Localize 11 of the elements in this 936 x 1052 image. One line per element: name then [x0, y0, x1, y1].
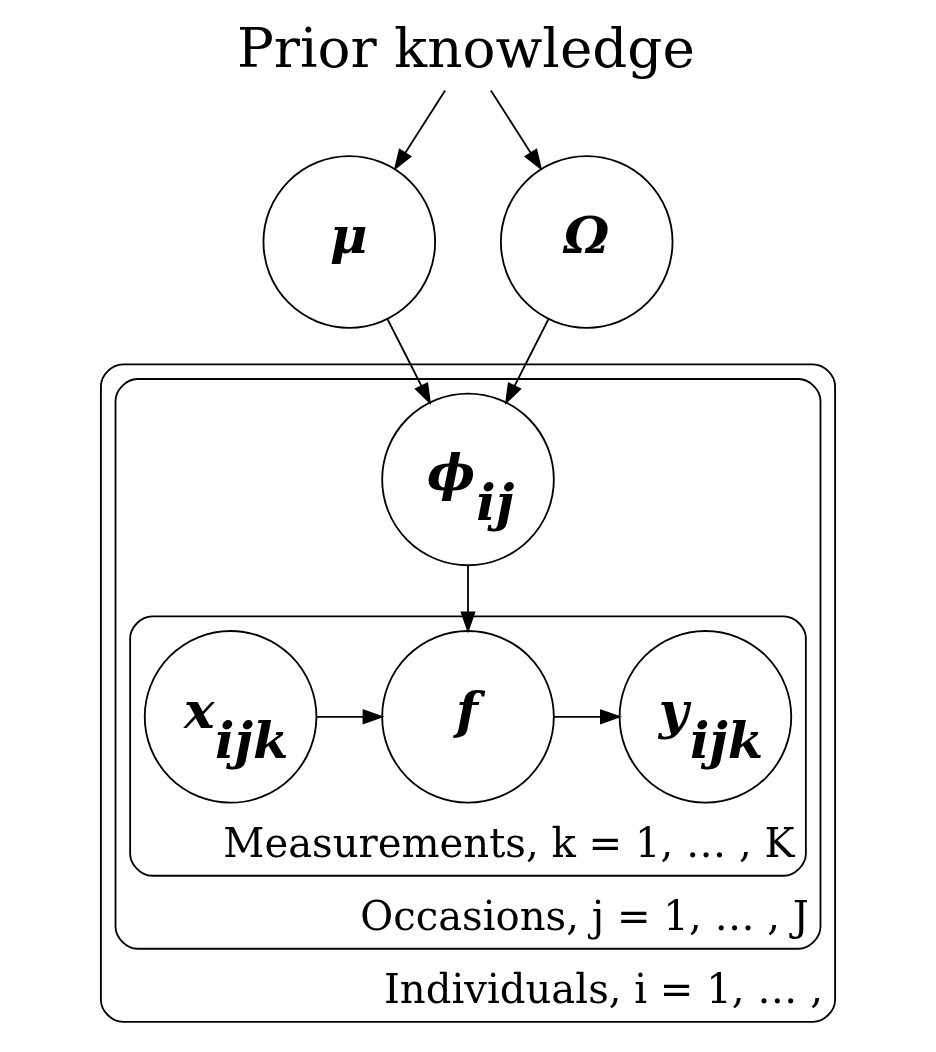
- node-text: Prior knowledge: [236, 15, 695, 80]
- arrow: [489, 89, 543, 171]
- arrow: [315, 709, 385, 725]
- node-circle: Ω: [499, 155, 674, 329]
- arrow: [393, 89, 447, 171]
- node-circle: μ: [262, 155, 437, 329]
- arrow: [386, 318, 432, 405]
- arrow: [460, 564, 476, 634]
- arrow: [553, 709, 622, 725]
- node-circle: f: [381, 630, 555, 804]
- arrow: [504, 318, 550, 405]
